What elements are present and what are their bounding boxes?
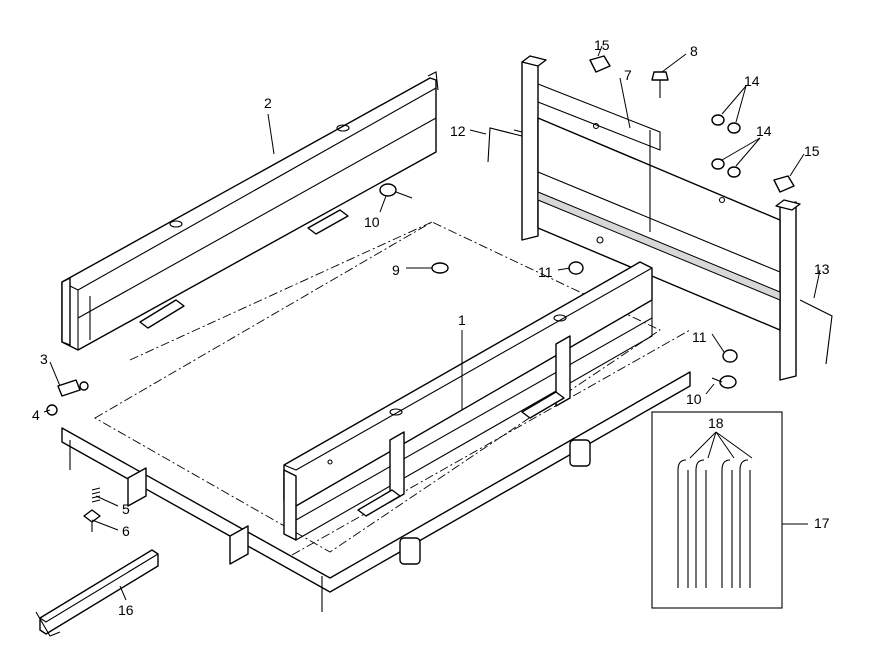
callout-6: 6 [122,523,130,539]
callout-1: 1 [458,312,466,328]
bed-floor-outline [94,221,691,556]
callout-11-right: 11 [692,329,707,345]
callout-5: 5 [122,501,130,517]
pin-set-box-part-17 [651,411,783,609]
callout-10-right: 10 [686,391,702,407]
callout-14-bottom: 14 [756,123,772,139]
pin-18-b [695,459,707,588]
callout-2: 2 [264,95,272,111]
pin-18-a [677,459,689,588]
callout-14-top: 14 [744,73,760,89]
callout-11-left: 11 [538,264,553,280]
right-side-gate-part-1 [283,261,653,541]
pin-18-d [739,459,751,588]
callout-15-left: 15 [594,37,610,53]
callout-3: 3 [40,351,48,367]
callout-7: 7 [624,67,632,83]
base-frame [61,371,691,612]
pin-18-c [721,459,733,588]
callout-9: 9 [392,262,400,278]
rear-gate-part-7 [521,55,801,381]
left-side-gate-part-2 [61,71,439,351]
leader-lines [43,45,821,601]
callout-16: 16 [118,602,134,618]
callout-13: 13 [814,261,830,277]
callout-12: 12 [450,123,466,139]
callout-17: 17 [814,515,830,531]
callout-18: 18 [708,415,724,431]
callout-8: 8 [690,43,698,59]
handle-bar-part-16 [35,549,159,637]
callout-10-left: 10 [364,214,380,230]
hardware-parts-8-15 [379,55,833,389]
fasteners-parts-3-6 [46,379,101,532]
callout-15-right: 15 [804,143,820,159]
callout-4: 4 [32,407,40,423]
